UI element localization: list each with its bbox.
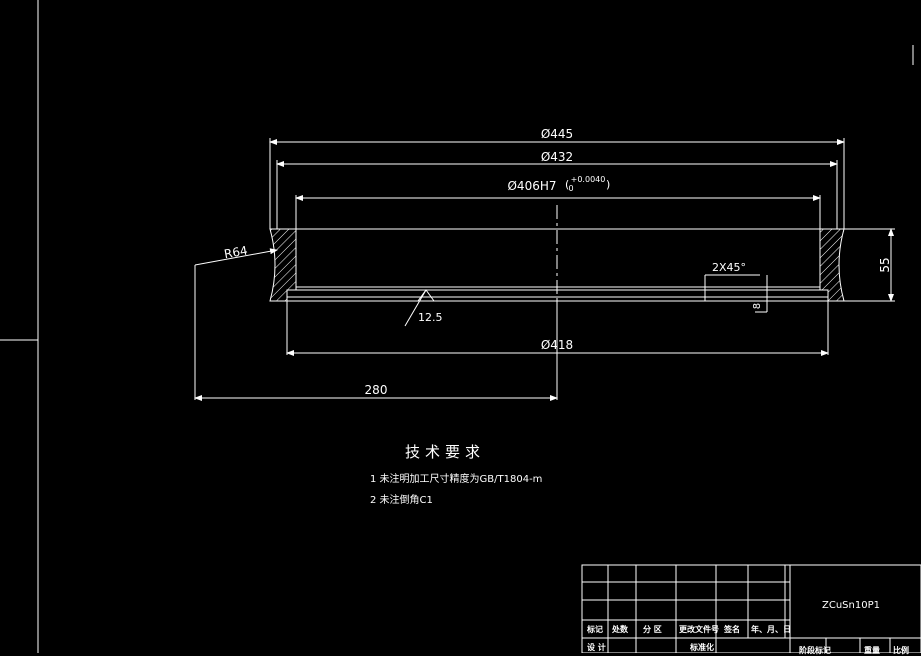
dim-paren: ( — [565, 178, 569, 191]
tb-header-sign: 签名 — [724, 625, 740, 634]
dim-small-8: 8 — [752, 303, 763, 309]
dimension-lines — [194, 138, 895, 401]
tb-header-count: 处数 — [612, 625, 628, 634]
dim-d406-tol-upper: +0.0040 — [571, 175, 606, 184]
dim-d406-tol-lower: 0 — [568, 184, 573, 193]
tb-stage-mark: 阶段标记 — [799, 646, 831, 655]
tb-scale: 比例 — [893, 646, 909, 655]
dim-chamfer: 2X45° — [712, 261, 746, 274]
dim-h55: 55 — [878, 257, 892, 272]
tech-requirement-1: 1 未注明加工尺寸精度为GB/T1804-m — [370, 474, 543, 485]
dim-d406: Ø406H7 — [507, 179, 556, 193]
tb-header-mark: 标记 — [587, 625, 603, 634]
tb-standardization: 标准化 — [690, 643, 714, 652]
dim-d445: Ø445 — [541, 127, 573, 141]
tb-design: 设 计 — [587, 643, 606, 652]
tb-weight: 重量 — [864, 646, 880, 655]
dim-d418: Ø418 — [541, 338, 573, 352]
tb-header-change-doc: 更改文件号 — [679, 625, 719, 634]
dimension-texts: Ø445 Ø432 Ø406H7 +0.0040 0 ( ) Ø418 R64 … — [223, 127, 892, 397]
tech-requirement-2: 2 未注倒角C1 — [370, 495, 433, 506]
material-label: ZCuSn10P1 — [822, 600, 880, 611]
dim-r64: R64 — [223, 243, 249, 261]
dim-paren-close: ) — [606, 178, 610, 191]
dim-d432: Ø432 — [541, 150, 573, 164]
tb-header-zone: 分 区 — [643, 625, 662, 634]
dim-280: 280 — [365, 383, 388, 397]
tb-header-date: 年、月、日 — [751, 625, 791, 634]
tech-requirements-title: 技术要求 — [405, 443, 486, 461]
roughness-value: 12.5 — [418, 311, 443, 324]
title-block-grid — [581, 564, 921, 653]
